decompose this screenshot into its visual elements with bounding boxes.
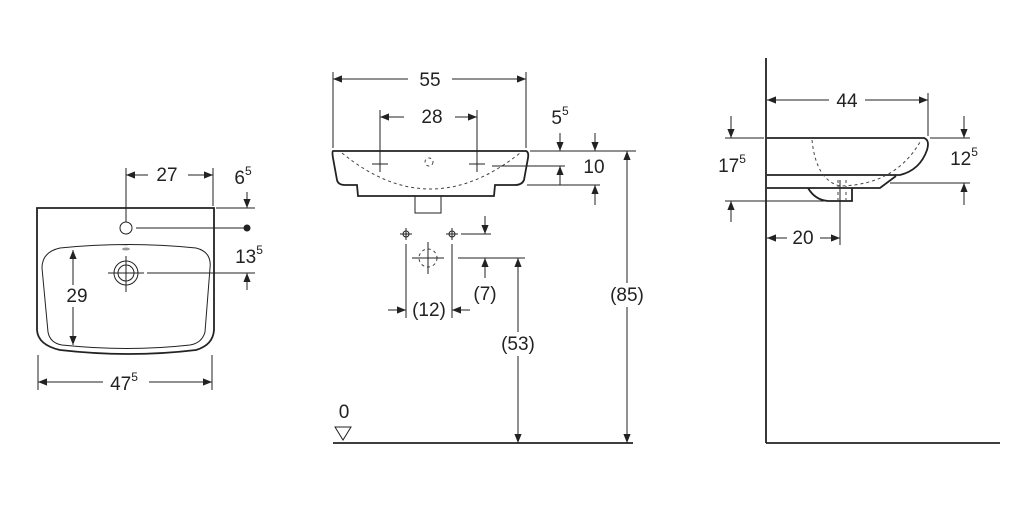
dim-rim-to-tap: 55 <box>551 104 569 129</box>
dim-total-height: 175 <box>718 152 746 177</box>
dim-supply-to-drain: (7) <box>473 284 496 305</box>
dim-drain-from-wall: 20 <box>792 228 813 249</box>
front-view: 55 28 55 10 (7) (12) (53) (85) 0 <box>331 70 649 444</box>
level-marker-icon <box>334 426 352 441</box>
trap-stub <box>414 195 442 214</box>
tap-hole <box>119 221 133 235</box>
dim-bowl-depth: 29 <box>66 286 87 307</box>
side-view: 44 175 125 20 <box>718 58 1000 444</box>
basin-side-outline <box>767 137 929 202</box>
dim-rim-height-side: 125 <box>950 145 978 170</box>
basin-front-outline <box>331 150 530 197</box>
dim-tap-from-back: 65 <box>234 164 252 189</box>
dim-drain-height: (53) <box>501 334 535 355</box>
dim-total-width: 475 <box>110 370 138 395</box>
dim-front-width: 55 <box>419 70 440 91</box>
dim-tap-spacing: 28 <box>421 107 442 128</box>
floor-level-label: 0 <box>339 402 350 423</box>
dim-side-depth: 44 <box>836 91 858 112</box>
bowl-outline <box>41 244 211 349</box>
dim-rim-height: 10 <box>583 157 604 178</box>
dim-supply-spacing: (12) <box>412 300 446 321</box>
basin-outline <box>36 207 215 355</box>
top-view: 27 65 135 29 475 <box>36 164 263 395</box>
dim-mount-height: (85) <box>610 285 644 306</box>
dim-tap-offset: 27 <box>156 165 177 186</box>
dim-drain-from-tap: 135 <box>235 243 263 268</box>
